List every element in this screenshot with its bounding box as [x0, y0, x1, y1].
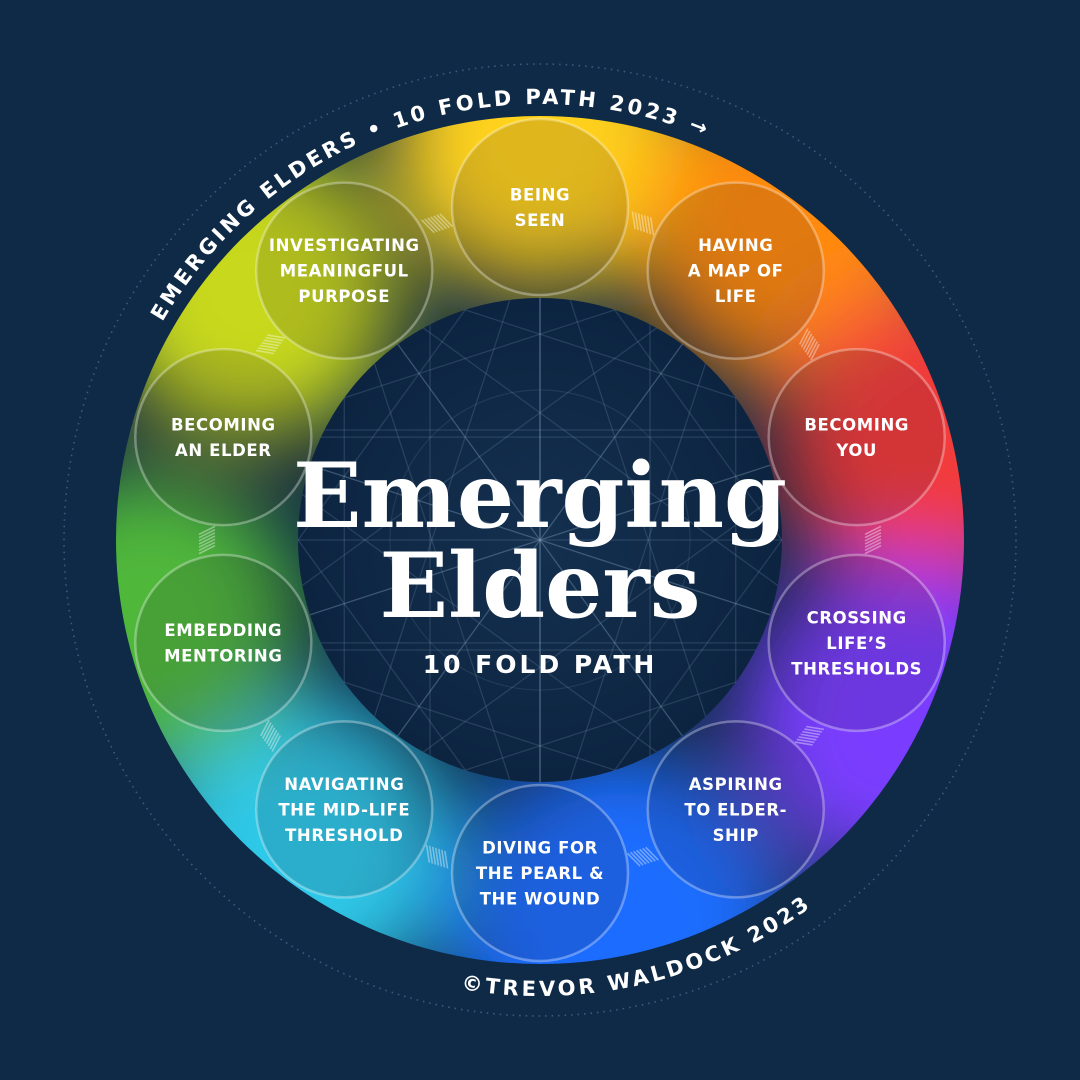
- step-2: HAVING A MAP OF LIFE: [646, 181, 825, 360]
- step-label-line: EMBEDDING: [164, 621, 282, 640]
- step-circle: [646, 181, 825, 360]
- step-label-line: LIFE’S: [826, 634, 887, 653]
- step-circle: [255, 720, 434, 899]
- step-label-line: THE MID-LIFE: [278, 800, 410, 819]
- step-circles: BEING SEEN HAVING A MAP OF LIFE BECOMING YOU CR…: [134, 117, 946, 963]
- step-label-line: SEEN: [515, 211, 566, 230]
- step-label-line: DIVING FOR: [482, 839, 598, 858]
- connector-hatch: [260, 719, 282, 752]
- step-circle: [767, 553, 946, 733]
- step-label-line: PURPOSE: [298, 287, 390, 306]
- step-circle: [450, 117, 630, 297]
- step-label-line: THE WOUND: [480, 890, 601, 909]
- step-label-line: NAVIGATING: [284, 775, 404, 794]
- step-label-line: BEING: [510, 185, 570, 204]
- step-label-line: SHIP: [713, 826, 759, 845]
- step-1: BEING SEEN: [450, 117, 630, 297]
- step-label-line: MENTORING: [164, 647, 282, 666]
- connector-hatch: [256, 334, 286, 355]
- step-circle: [255, 181, 434, 360]
- step-10: INVESTIGATING MEANINGFUL PURPOSE: [255, 181, 434, 360]
- step-circle: [450, 783, 630, 963]
- step-label-line: TO ELDER-: [684, 800, 787, 819]
- connector-hatch: [798, 328, 820, 361]
- step-circle: [767, 347, 946, 527]
- title-line-1: Emerging: [293, 443, 787, 549]
- step-label-line: BECOMING: [804, 415, 909, 434]
- step-label-line: MEANINGFUL: [280, 262, 409, 281]
- connector-hatch: [425, 844, 449, 869]
- step-label-line: A MAP OF: [688, 262, 784, 281]
- step-circle: [646, 720, 825, 899]
- step-connectors: [198, 211, 882, 869]
- step-label-line: THRESHOLD: [285, 826, 403, 845]
- step-label-line: CROSSING: [807, 608, 907, 627]
- step-3: BECOMING YOU: [767, 347, 946, 527]
- step-5: ASPIRING TO ELDER- SHIP: [646, 720, 825, 899]
- connector-hatch: [864, 525, 882, 555]
- step-circle: [134, 347, 313, 527]
- step-label-line: THE PEARL &: [476, 864, 604, 883]
- step-4: CROSSING LIFE’S THRESHOLDS: [767, 553, 946, 733]
- connector-hatch: [631, 211, 655, 236]
- step-label-line: ASPIRING: [689, 775, 783, 794]
- step-label-line: THRESHOLDS: [791, 659, 922, 678]
- connector-hatch: [626, 846, 659, 867]
- connector-hatch: [421, 213, 454, 234]
- step-9: BECOMING AN ELDER: [134, 347, 313, 527]
- step-8: EMBEDDING MENTORING: [134, 553, 313, 733]
- step-6: DIVING FOR THE PEARL & THE WOUND: [450, 783, 630, 963]
- center-disc: [298, 298, 782, 782]
- step-label-line: YOU: [835, 441, 877, 460]
- subtitle: 10 FOLD PATH: [423, 650, 658, 679]
- outer-dotted-ring: [63, 63, 1017, 1017]
- title-line-2: Elders: [379, 533, 700, 639]
- step-label-line: BECOMING: [171, 415, 276, 434]
- step-label-line: AN ELDER: [175, 441, 272, 460]
- step-7: NAVIGATING THE MID-LIFE THRESHOLD: [255, 720, 434, 899]
- step-label-line: LIFE: [715, 287, 757, 306]
- step-circle: [134, 553, 313, 733]
- step-label-line: HAVING: [698, 236, 773, 255]
- connector-hatch: [198, 525, 216, 555]
- connector-hatch: [794, 725, 824, 746]
- step-label-line: INVESTIGATING: [269, 236, 420, 255]
